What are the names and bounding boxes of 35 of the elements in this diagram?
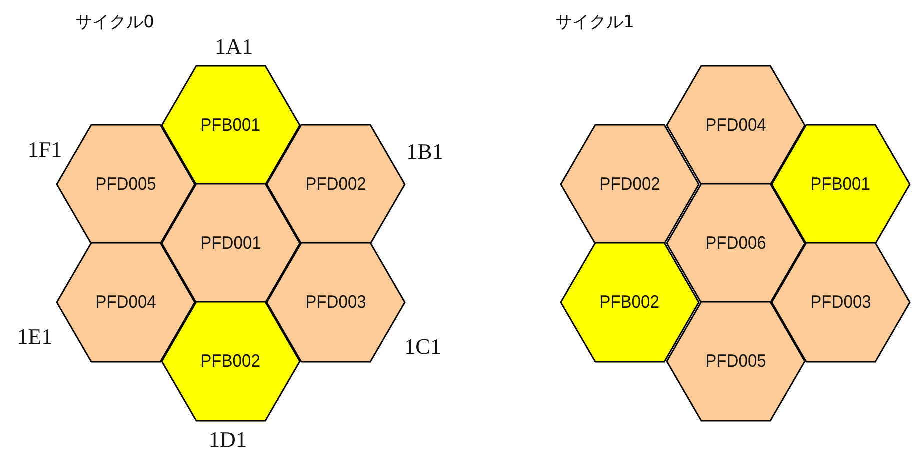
hexagon-cell — [772, 242, 910, 362]
hexagon-cell — [267, 242, 405, 362]
hexagon-cell — [667, 302, 805, 420]
position-label: 1A1 — [215, 34, 253, 60]
hexagon-cell — [57, 242, 195, 362]
cell-id: PFD003 — [306, 292, 366, 312]
cell-id: PFD006 — [706, 232, 766, 254]
position-label: 1F1 — [28, 137, 62, 163]
cell-id: PFD005 — [706, 350, 766, 372]
cell-id: PFB002 — [600, 292, 660, 312]
position-label: 1B1 — [406, 139, 444, 165]
position-label: 1D1 — [209, 427, 247, 453]
hexagon-cell — [561, 242, 699, 362]
cell-id: PFB002 — [201, 350, 261, 372]
hexagon-cell — [162, 184, 300, 302]
cell-id: PFB001 — [201, 114, 261, 136]
cell-id: PFD005 — [96, 174, 156, 194]
cell-id: PFD003 — [810, 292, 872, 312]
cycle-heading: サイクル0 — [76, 12, 154, 34]
cell-id: PFD002 — [306, 174, 366, 194]
hexagon-cell — [162, 302, 300, 420]
hexagon-cell — [667, 66, 805, 184]
cell-id: PFB001 — [811, 174, 871, 194]
cell-id: PFD002 — [600, 174, 660, 194]
cycle-heading: サイクル1 — [556, 12, 634, 34]
hexagon-cell — [162, 66, 300, 184]
cell-id: PFD004 — [706, 114, 766, 136]
hexagon-cell — [267, 124, 405, 244]
cell-id: PFD004 — [96, 292, 156, 312]
cell-id: PFD001 — [200, 232, 262, 254]
hexagon-cell — [561, 124, 699, 244]
position-label: 1E1 — [17, 324, 53, 350]
hexagon-cell — [772, 124, 910, 244]
position-label: 1C1 — [404, 334, 442, 360]
hexagon-cell — [667, 184, 805, 302]
